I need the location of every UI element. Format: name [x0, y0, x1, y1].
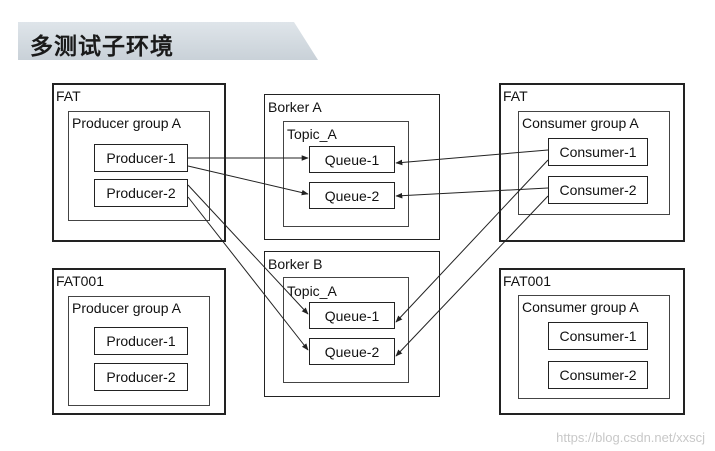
fat-consumer-group-label: Consumer group A — [522, 115, 639, 131]
watermark: https://blog.csdn.net/xxscj — [556, 430, 705, 445]
fat-producer-env-label: FAT — [56, 88, 81, 104]
fat001-consumer-env-label: FAT001 — [503, 273, 551, 289]
fat001-consumer-env — [499, 268, 685, 415]
edge-b-queue2-to-consumer2 — [395, 195, 549, 357]
fat-producer-group-label: Producer group A — [72, 115, 181, 131]
fat001-producer-2: Producer-2 — [94, 363, 188, 391]
broker-a-label: Borker A — [268, 99, 322, 115]
fat001-producer-1: Producer-1 — [94, 327, 188, 355]
broker-b-label: Borker B — [268, 256, 323, 272]
fat001-consumer-group-label: Consumer group A — [522, 299, 639, 315]
fat-producer-2: Producer-2 — [94, 179, 188, 207]
fat-producer-group — [68, 111, 210, 221]
broker-b-queue-2: Queue-2 — [309, 338, 395, 365]
fat-consumer-env-label: FAT — [503, 88, 528, 104]
edge-fat-producer2-to-b-queue1 — [187, 184, 309, 315]
fat001-producer-group — [68, 296, 210, 406]
fat001-producer-env — [52, 268, 226, 415]
broker-a-queue-2: Queue-2 — [309, 182, 395, 209]
fat001-producer-env-label: FAT001 — [56, 273, 104, 289]
page-title: 多测试子环境 — [30, 34, 174, 60]
edge-a-queue1-to-consumer1 — [395, 149, 549, 166]
fat-producer-1: Producer-1 — [94, 144, 188, 172]
broker-a-topic — [283, 121, 409, 227]
edge-fat-producer1-to-a-queue2 — [187, 165, 309, 196]
fat-consumer-1: Consumer-1 — [548, 138, 648, 166]
fat001-consumer-2: Consumer-2 — [548, 361, 648, 389]
broker-a — [264, 94, 440, 240]
broker-b-queue-1: Queue-1 — [309, 302, 395, 329]
broker-b-topic-label: Topic_A — [287, 283, 337, 299]
broker-b-topic — [283, 277, 409, 383]
broker-a-topic-label: Topic_A — [287, 126, 337, 142]
fat-consumer-env — [499, 83, 685, 242]
title-banner — [18, 22, 318, 60]
edge-fat-producer2-to-b-queue2 — [187, 196, 309, 351]
fat001-consumer-1: Consumer-1 — [548, 322, 648, 350]
fat-consumer-group — [518, 111, 670, 215]
edge-a-queue2-to-consumer2 — [395, 187, 549, 199]
edge-b-queue1-to-consumer1 — [395, 159, 549, 323]
broker-a-queue-1: Queue-1 — [309, 146, 395, 173]
fat-consumer-2: Consumer-2 — [548, 176, 648, 204]
broker-b — [264, 251, 440, 397]
fat001-consumer-group — [518, 295, 670, 399]
fat001-producer-group-label: Producer group A — [72, 300, 181, 316]
fat-producer-env — [52, 83, 226, 242]
